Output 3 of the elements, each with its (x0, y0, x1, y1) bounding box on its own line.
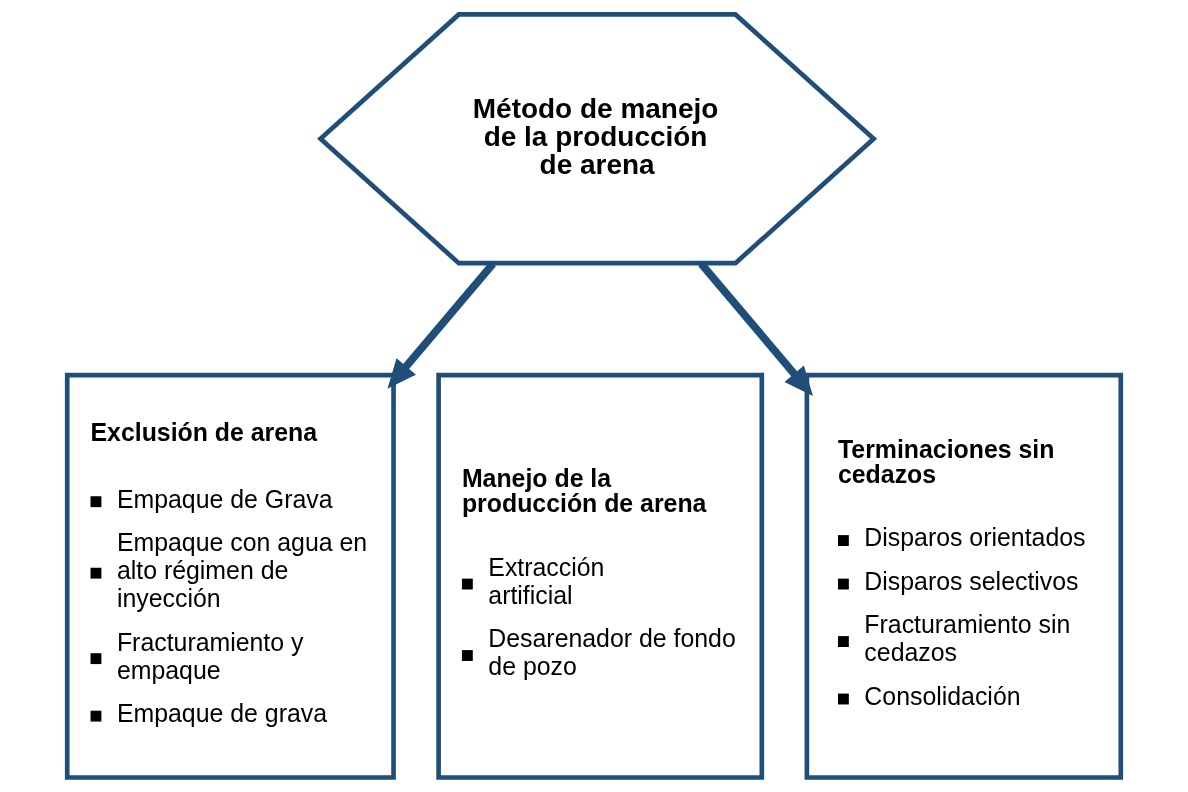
node-box: Exclusión de arena Empaque de Grava Empaque con agua en alto régimen de inyección Fracturamiento y empaque Empaque de grava (64, 372, 396, 780)
node-box: Terminaciones sin cedazos Disparos orientados Disparos selectivos Fracturamiento sin cedazos Consolidación (804, 372, 1124, 780)
node-box: Manejo de la producción de arena Extracción artificial Desarenador de fondo de pozo (436, 372, 765, 780)
